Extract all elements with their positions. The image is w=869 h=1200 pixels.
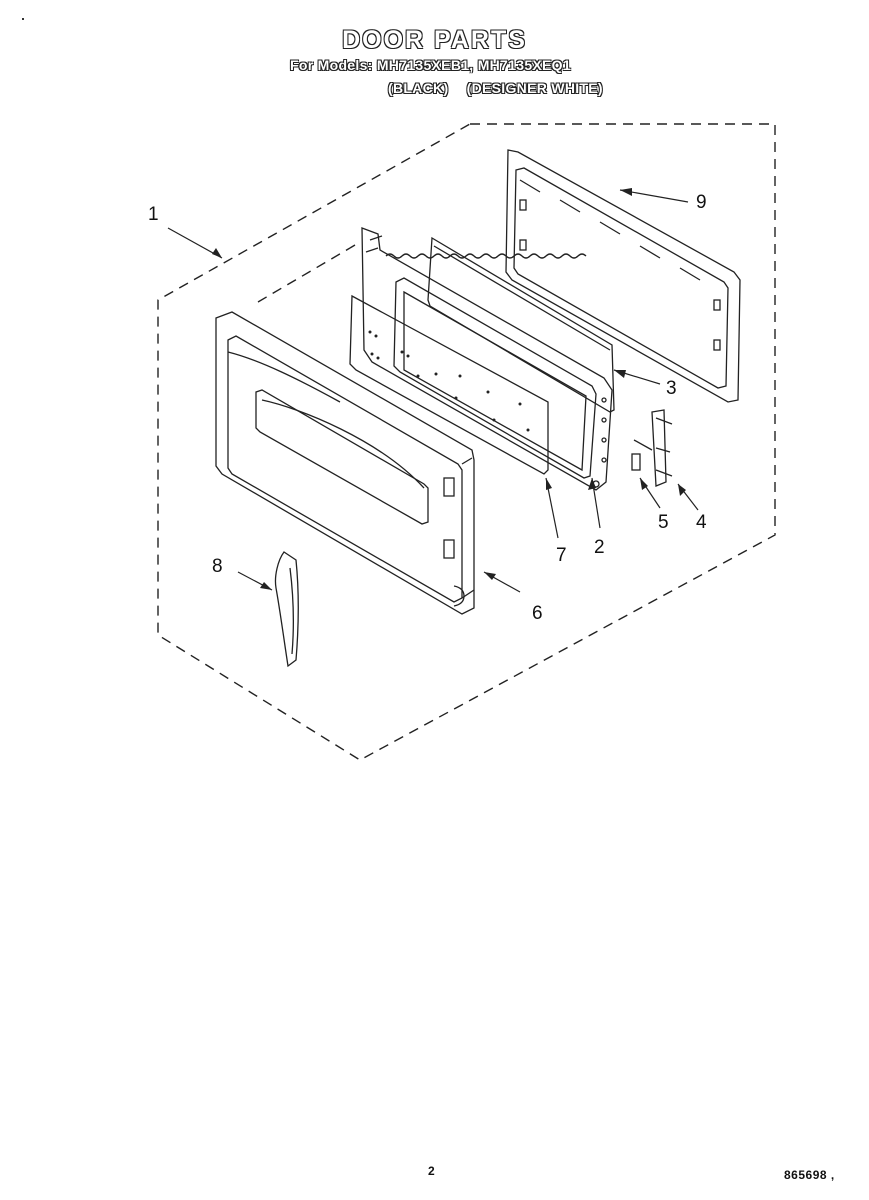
callout-2: 2 [594,537,605,558]
page-title: DOOR PARTS [342,26,527,54]
color-black-label: (BLACK) [388,80,449,96]
callout-9: 9 [696,192,707,213]
callout-5: 5 [658,512,669,533]
part-3-seal-panel [427,236,615,413]
callout-1: 1 [148,204,159,225]
corner-mark [22,18,24,20]
part-6-outer-door [215,311,475,615]
part-4-latch-bracket [651,409,673,487]
color-line: (BLACK) (DESIGNER WHITE) [388,80,603,96]
arrow-heads [212,188,686,590]
callout-4: 4 [696,512,707,533]
part-9-choke-frame [505,149,741,403]
models-line: For Models: MH7135XEB1, MH7135XEQ1 [290,57,571,73]
part-2-inner-frame [361,227,613,491]
document-code: 865698 , [784,1168,835,1182]
callout-7: 7 [556,545,567,566]
part-5-latch-part [631,439,653,471]
callout-8: 8 [212,556,223,577]
page-number: 2 [428,1164,435,1178]
color-white-label: (DESIGNER WHITE) [466,80,603,96]
callout-6: 6 [532,603,543,624]
part-7-window-glass [349,294,549,475]
callout-3: 3 [666,378,677,399]
part-8-handle-trim [274,551,299,668]
assembly-boundary [157,123,776,761]
